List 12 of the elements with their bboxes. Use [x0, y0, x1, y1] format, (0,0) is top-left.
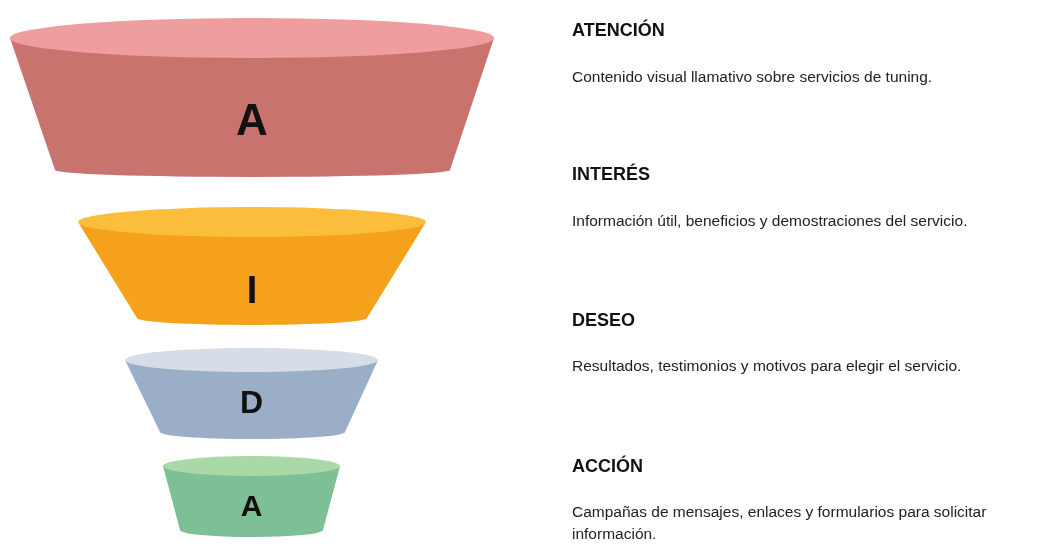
stage-description: Contenido visual llamativo sobre servicios de tuning. — [572, 67, 934, 87]
stage-description: Campañas de mensajes, enlaces y formularios para solicitar información. — [572, 502, 988, 544]
stage-heading: ATENCIÓN — [572, 20, 665, 41]
stage-description: Información útil, beneficios y demostraciones del servicio. — [572, 211, 969, 231]
segment-letter: A — [240, 491, 263, 521]
segment-letter: D — [239, 386, 264, 418]
segment-letter: I — [246, 271, 258, 309]
stage-description: Resultados, testimonios y motivos para elegir el servicio. — [572, 356, 963, 376]
stage-heading: INTERÉS — [572, 164, 650, 185]
stage-heading: DESEO — [572, 310, 636, 331]
segment-letter: A — [236, 98, 268, 142]
stage-heading: ACCIÓN — [572, 456, 643, 477]
